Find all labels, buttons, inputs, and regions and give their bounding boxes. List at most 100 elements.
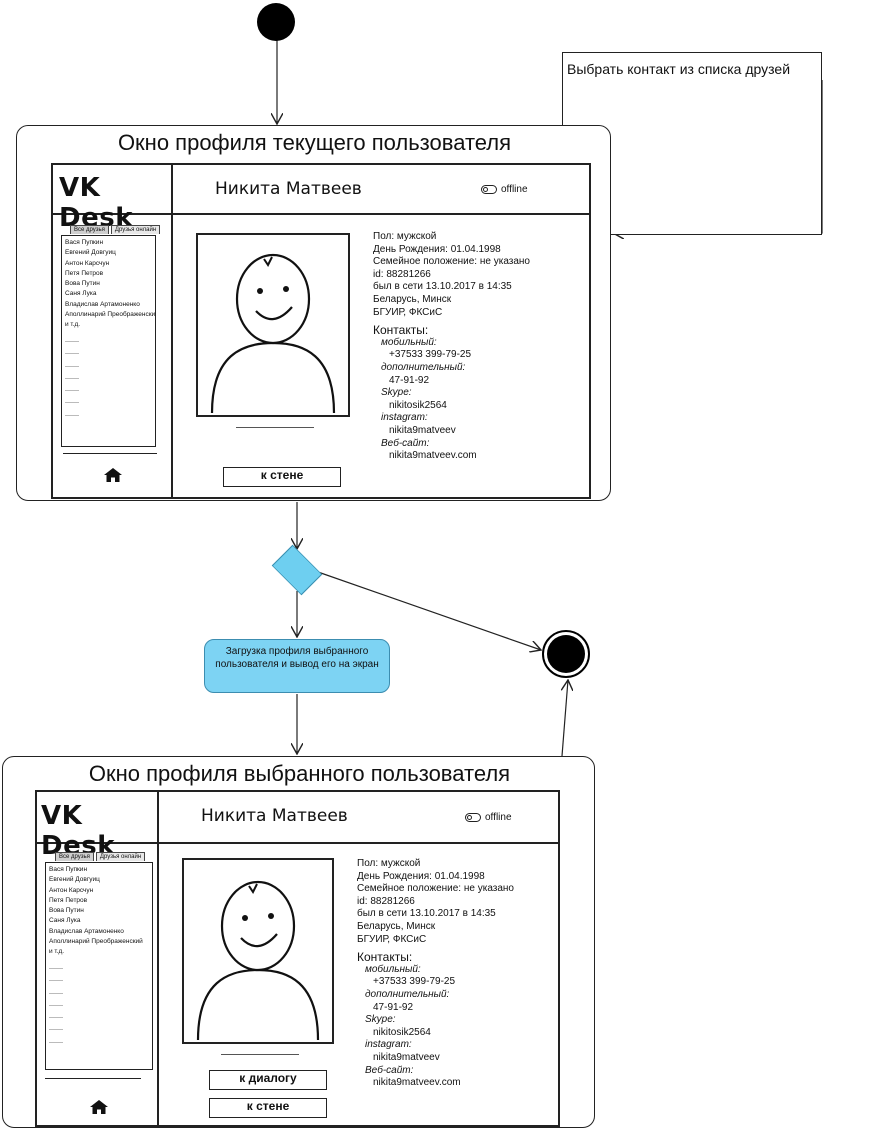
- list-item[interactable]: Аполлинарий Преображенский: [65, 311, 156, 319]
- list-item[interactable]: и т.д.: [65, 321, 81, 329]
- mobile-label: мобильный:: [381, 336, 437, 348]
- avatar-underline: [221, 1054, 299, 1055]
- list-item[interactable]: Евгений Довгуиц: [65, 249, 116, 257]
- list-item[interactable]: Владислав Артамоненко: [49, 927, 124, 935]
- placeholder-line: [49, 995, 63, 1006]
- to-wall-button[interactable]: к стене: [209, 1098, 327, 1118]
- placeholder-line: [65, 368, 79, 379]
- to-wall-button[interactable]: к стене: [223, 467, 341, 487]
- logo-cell: VK Desk: [37, 792, 159, 861]
- friends-list: Вася Пупкин Евгений Довгуиц Антон Карсчу…: [45, 862, 153, 1070]
- avatar: [196, 233, 350, 417]
- tab-online-friends[interactable]: Друзья онлайн: [110, 225, 161, 234]
- placeholder-line: [65, 404, 79, 416]
- extra-label: дополнительный:: [365, 988, 450, 1000]
- list-item[interactable]: и т.д.: [49, 948, 65, 956]
- status-label: offline: [485, 812, 512, 823]
- avatar-underline: [236, 427, 314, 428]
- extra-value: 47-91-92: [373, 1001, 414, 1013]
- action-load-profile: Загрузка профиля выбранного пользователя…: [204, 639, 390, 693]
- placeholder-line: [49, 982, 63, 994]
- contacts-title: Контакты:: [357, 950, 413, 965]
- final-node: [542, 630, 590, 678]
- sidebar-divider: [45, 1078, 141, 1079]
- list-item[interactable]: Владислав Артамоненко: [65, 300, 140, 308]
- frame-title: Окно профиля текущего пользователя: [117, 130, 512, 155]
- mobile-label: мобильный:: [365, 963, 421, 975]
- list-item[interactable]: Вова Путин: [65, 280, 100, 288]
- list-item[interactable]: Антон Карсчун: [49, 886, 94, 894]
- placeholder-line: [65, 392, 79, 404]
- profile-info: Пол: мужской День Рождения: 01.04.1998 С…: [357, 858, 514, 1090]
- placeholder-line: [49, 1019, 63, 1031]
- skype-value: nikitosik2564: [389, 399, 447, 411]
- header-bar: Никита Матвеев offline: [173, 165, 589, 215]
- instagram-value: nikita9matveev: [389, 424, 456, 436]
- final-node-core: [547, 635, 585, 673]
- status-toggle-icon[interactable]: [465, 813, 481, 822]
- friends-list: Вася Пупкин Евгений Довгуиц Антон Карсчу…: [61, 235, 156, 447]
- status: offline: [465, 812, 512, 823]
- sidebar: Все друзья Друзья онлайн Вася Пупкин Евг…: [37, 844, 159, 1125]
- list-item[interactable]: Евгений Довгуиц: [49, 876, 100, 884]
- placeholder-line: [49, 1007, 63, 1019]
- instagram-label: instagram:: [381, 412, 428, 424]
- status-toggle-icon[interactable]: [481, 185, 497, 194]
- status: offline: [481, 184, 528, 195]
- decision-node: [271, 544, 323, 596]
- web-value[interactable]: nikita9matveev.com: [373, 1077, 461, 1089]
- info-uni: БГУИР, ФКСиС: [357, 933, 427, 945]
- mobile-value: +37533 399-79-25: [373, 976, 456, 988]
- tab-all-friends[interactable]: Все друзья: [55, 852, 94, 861]
- info-last-seen: был в сети 13.10.2017 в 14:35: [357, 908, 496, 920]
- list-item[interactable]: Антон Карсчун: [65, 259, 110, 267]
- placeholder-line: [49, 970, 63, 982]
- info-id: id: 88281266: [373, 268, 431, 280]
- avatar: [182, 858, 334, 1044]
- web-label: Веб-сайт:: [381, 437, 430, 449]
- info-gender: Пол: мужской: [357, 858, 421, 869]
- info-family: Семейное положение: не указано: [357, 883, 514, 895]
- sidebar: Все друзья Друзья онлайн Вася Пупкин Евг…: [53, 215, 173, 497]
- home-icon[interactable]: [89, 1099, 109, 1115]
- profile-info: Пол: мужской День Рождения: 01.04.1998 С…: [373, 231, 530, 463]
- info-city: Беларусь, Минск: [357, 920, 436, 932]
- placeholder-line: [65, 355, 79, 367]
- info-last-seen: был в сети 13.10.2017 в 14:35: [373, 281, 512, 293]
- info-gender: Пол: мужской: [373, 231, 437, 242]
- initial-node: [257, 3, 295, 41]
- home-icon[interactable]: [103, 467, 123, 483]
- tab-online-friends[interactable]: Друзья онлайн: [95, 852, 146, 861]
- list-item[interactable]: Саня Лука: [49, 917, 81, 925]
- web-value[interactable]: nikita9matveev.com: [389, 450, 477, 462]
- list-item[interactable]: Петя Петров: [65, 269, 104, 277]
- user-name: Никита Матвеев: [215, 179, 362, 199]
- avatar-drawing: [196, 880, 320, 1041]
- avatar-drawing: [210, 253, 336, 414]
- header-bar: Никита Матвеев offline: [159, 792, 558, 844]
- list-item[interactable]: Саня Лука: [65, 290, 97, 298]
- instagram-value: nikita9matveev: [373, 1051, 440, 1063]
- placeholder-line: [65, 343, 79, 355]
- list-item[interactable]: Вася Пупкин: [65, 239, 104, 246]
- frame-title: Окно профиля выбранного пользователя: [88, 761, 511, 786]
- placeholder-line: [49, 958, 63, 969]
- placeholder-line: [65, 331, 79, 342]
- status-label: offline: [501, 184, 528, 195]
- mobile-value: +37533 399-79-25: [389, 349, 472, 361]
- placeholder-line: [49, 1031, 63, 1043]
- extra-label: дополнительный:: [381, 361, 466, 373]
- info-city: Беларусь, Минск: [373, 293, 452, 305]
- edge-selected-to-final: [562, 680, 568, 757]
- instagram-label: instagram:: [365, 1039, 412, 1051]
- list-item[interactable]: Вася Пупкин: [49, 866, 88, 873]
- list-item[interactable]: Петя Петров: [49, 896, 88, 904]
- list-item[interactable]: Вова Путин: [49, 907, 84, 915]
- to-dialog-button[interactable]: к диалогу: [209, 1070, 327, 1090]
- list-item[interactable]: Аполлинарий Преображенский: [49, 938, 143, 946]
- info-uni: БГУИР, ФКСиС: [373, 306, 443, 318]
- logo-cell: VK Desk: [53, 165, 173, 233]
- info-birthday: День Рождения: 01.04.1998: [357, 870, 485, 882]
- tab-all-friends[interactable]: Все друзья: [70, 225, 109, 234]
- contacts-title: Контакты:: [373, 323, 429, 338]
